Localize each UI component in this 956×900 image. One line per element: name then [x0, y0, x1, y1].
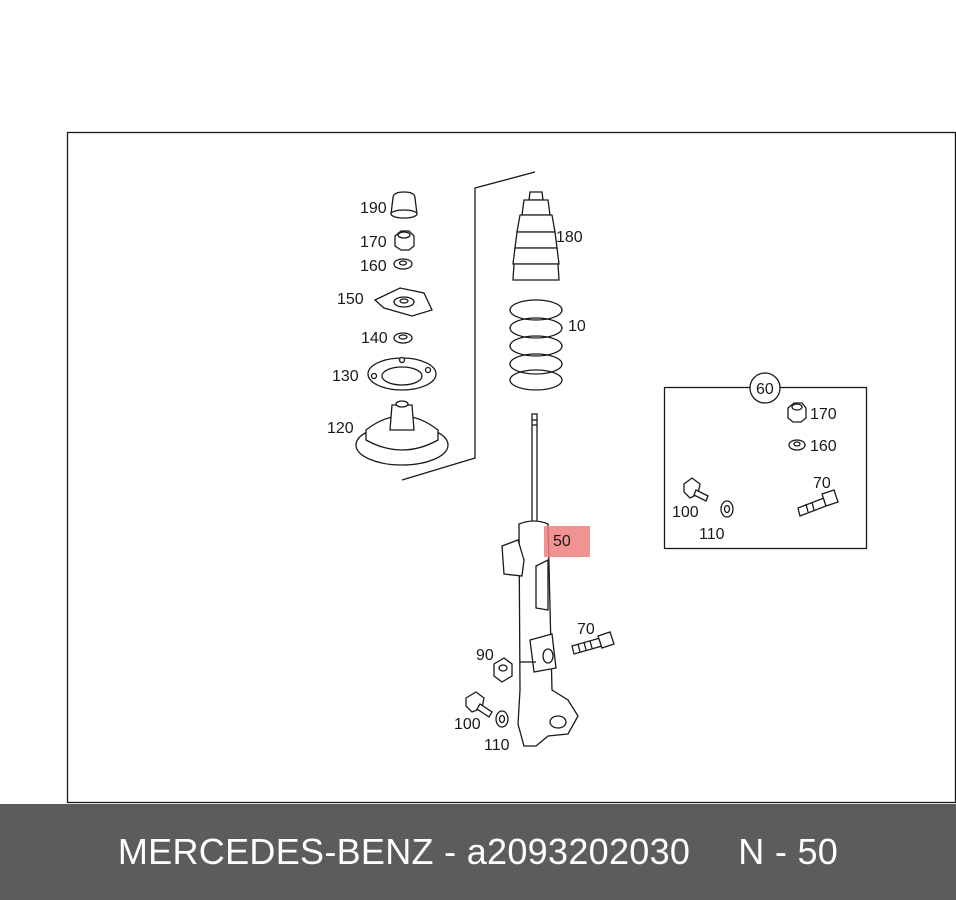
label-160: 160 [360, 258, 387, 275]
inset-label-110: 110 [699, 526, 725, 543]
washer-icon [495, 710, 509, 728]
label-170: 170 [360, 234, 387, 251]
label-90: 90 [476, 647, 494, 664]
washer-icon [393, 258, 413, 270]
label-110: 110 [484, 737, 510, 754]
inset-label-70: 70 [813, 475, 831, 492]
bolt-icon [683, 477, 709, 502]
label-50: 50 [553, 533, 571, 550]
spring-icon [509, 299, 563, 391]
label-130: 130 [332, 368, 359, 385]
label-190: 190 [360, 200, 387, 217]
bolt-icon [465, 691, 493, 718]
label-150: 150 [337, 291, 364, 308]
inset-badge-label: 60 [756, 381, 774, 398]
highlight-50 [544, 526, 590, 557]
strut-mount-icon [355, 400, 449, 466]
label-100: 100 [454, 716, 481, 733]
label-140: 140 [361, 330, 388, 347]
footer-part-number: MERCEDES-BENZ - a2093202030 [117, 831, 691, 872]
parts-diagram: 190 170 160 150 140 130 120 [66, 131, 956, 804]
bolt-icon [571, 631, 615, 655]
nut-icon [787, 402, 807, 423]
group-bracket [401, 171, 536, 481]
label-70: 70 [577, 621, 595, 638]
washer-icon [720, 500, 734, 518]
label-120: 120 [327, 420, 354, 437]
inset-label-160: 160 [810, 438, 837, 455]
footer-position: N - 50 [738, 831, 839, 872]
ring-icon [367, 356, 437, 391]
footer-bar: MERCEDES-BENZ - a2093202030 N - 50 [0, 804, 956, 900]
bearing-icon [393, 332, 413, 344]
shock-absorber-icon [501, 413, 579, 747]
nut-icon [394, 230, 415, 251]
bolt-icon [797, 489, 839, 517]
inset-badge [749, 372, 781, 404]
mount-plate-icon [373, 287, 433, 317]
inset-label-170: 170 [810, 406, 837, 423]
washer-icon [788, 439, 806, 451]
label-180: 180 [556, 229, 583, 246]
boot-icon [512, 191, 560, 281]
inset-label-100: 100 [672, 504, 699, 521]
cap-icon [390, 191, 418, 219]
nut-icon [493, 657, 513, 683]
label-10: 10 [568, 318, 586, 335]
